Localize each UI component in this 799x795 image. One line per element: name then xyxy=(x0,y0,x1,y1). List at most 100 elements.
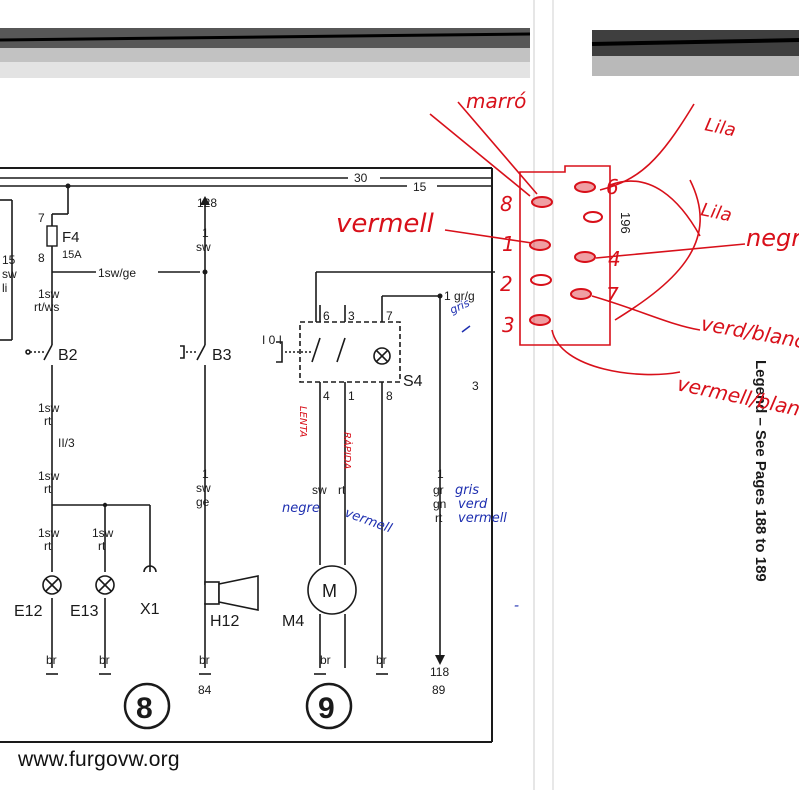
annotation-negre: negre xyxy=(746,224,799,252)
red-leader-lines xyxy=(429,101,746,376)
motor-m4-label: M4 xyxy=(282,613,304,630)
wire-label: rt xyxy=(44,414,52,428)
watermark: www.furgovw.org xyxy=(18,748,180,771)
junction-dot xyxy=(202,269,208,275)
switch-b2-label: B2 xyxy=(58,347,78,364)
wire-label: gr xyxy=(433,483,444,497)
horn-h12-symbol xyxy=(204,575,259,611)
junction-dot xyxy=(65,183,71,189)
annotation-blue-verd: verd xyxy=(458,497,488,512)
wire-label: rt xyxy=(435,511,443,525)
connector-pins xyxy=(529,181,603,326)
wire-label: rt xyxy=(44,482,52,496)
wire-label: sw xyxy=(196,240,211,254)
s4-pin: 7 xyxy=(386,309,393,323)
wire-label: 1sw xyxy=(38,287,60,301)
switch-b2-symbol xyxy=(25,344,53,361)
page-ref-3: 3 xyxy=(472,379,479,393)
annotation-blue-vermell-2: vermell xyxy=(458,511,507,526)
annotation-blue-negre: negre xyxy=(282,501,320,516)
ground-label: br xyxy=(46,653,57,667)
legend-reference: Legend – See Pages 188 to 189 xyxy=(752,360,769,582)
connector-pin-label: 8 xyxy=(500,192,513,216)
connector-pin-label: 2 xyxy=(500,272,513,296)
annotation-blue-vermell: vermell xyxy=(343,506,394,537)
motor-symbol: M xyxy=(322,581,337,601)
annotation-blue-dash: - xyxy=(514,598,519,614)
wire-label: 1sw xyxy=(38,401,60,415)
annotation-vermell: vermell xyxy=(336,209,435,239)
fuse-rating: 15A xyxy=(62,249,82,261)
lamp-e13-label: E13 xyxy=(70,603,99,620)
wire-label: gn xyxy=(433,497,446,511)
circuit-8-badge xyxy=(123,682,171,730)
scan-header-right xyxy=(591,30,799,76)
lamp-e13-symbol xyxy=(95,575,115,595)
bus-15-label: 15 xyxy=(413,180,427,194)
schematic-frame xyxy=(0,167,493,743)
motor-m4-symbol xyxy=(307,565,357,668)
junction-dot xyxy=(437,293,443,299)
lamp-e12-symbol xyxy=(42,575,62,595)
bus-15-bg xyxy=(407,179,437,192)
annotation-lila-1: Lila xyxy=(703,114,738,141)
s4-pin: 1 xyxy=(348,389,355,403)
s4-pin: 4 xyxy=(323,389,330,403)
wire-label: II/3 xyxy=(58,436,75,450)
wire-label: sw xyxy=(196,481,211,495)
left-edge-l2: sw xyxy=(2,267,17,281)
wire-sw-ge: 1sw/ge xyxy=(98,266,136,280)
connector-pin-label: 3 xyxy=(502,313,515,337)
wire-label: 1 gr/g xyxy=(444,289,475,303)
connector-x1-symbol xyxy=(143,565,157,573)
ref-89: 89 xyxy=(432,683,446,697)
annotation-lenta: LENTA xyxy=(297,406,308,438)
bus-30-bg xyxy=(348,171,380,184)
switch-s4-label: S4 xyxy=(403,373,423,390)
wire-label: 1 xyxy=(202,467,209,481)
fuse-pin-in: 7 xyxy=(38,211,45,225)
wire-label: 1sw xyxy=(92,526,114,540)
ref-84: 84 xyxy=(198,683,212,697)
wire-label: rt xyxy=(44,539,52,553)
switch-b3-symbol xyxy=(180,344,206,361)
fuse-id: F4 xyxy=(62,229,80,246)
wire-label: ge xyxy=(196,495,210,509)
connector-x1-label: X1 xyxy=(140,601,160,618)
lamp-e12-label: E12 xyxy=(14,603,43,620)
ground-label: br xyxy=(320,653,331,667)
annotation-blue-gris: gris xyxy=(455,483,479,498)
switch-b3-label: B3 xyxy=(212,347,232,364)
s4-pin: 6 xyxy=(323,309,330,323)
wire-label: rt xyxy=(98,539,106,553)
connector-body xyxy=(519,165,611,346)
wire-label: 1sw xyxy=(38,469,60,483)
fuse-pin-out: 8 xyxy=(38,251,45,265)
label-bg xyxy=(96,265,158,279)
bus-30-label: 30 xyxy=(354,171,368,185)
annotation-marro: marró xyxy=(466,89,526,113)
left-edge-l3: li xyxy=(2,281,7,295)
s4-pin: 3 xyxy=(348,309,355,323)
circuit-9-number: 9 xyxy=(318,692,335,725)
blue-tick xyxy=(461,325,471,333)
s4-pin: 8 xyxy=(386,389,393,403)
scan-header-left xyxy=(0,28,531,78)
wire-label: sw xyxy=(312,483,327,497)
ground-label: br xyxy=(376,653,387,667)
annotation-vermell-blanc: vermell/blanc xyxy=(675,371,799,423)
wire-label: 1sw xyxy=(38,526,60,540)
ref-118: 118 xyxy=(430,665,449,679)
annotation-verd-blanc: verd/blanc xyxy=(699,311,799,353)
connector-pin-label: 4 xyxy=(608,247,621,271)
connector-pin-label: 1 xyxy=(502,232,515,256)
wire-label: 1 xyxy=(202,226,209,240)
ground-label: br xyxy=(199,653,210,667)
horn-h12-label: H12 xyxy=(210,613,239,630)
switch-s4-symbol xyxy=(276,271,495,668)
wire-label: rt/ws xyxy=(34,300,59,314)
annotation-lila-2: Lila xyxy=(699,199,734,226)
annotation-rapida: RÀPIDA xyxy=(341,432,354,469)
circuit-9-badge xyxy=(305,682,353,730)
